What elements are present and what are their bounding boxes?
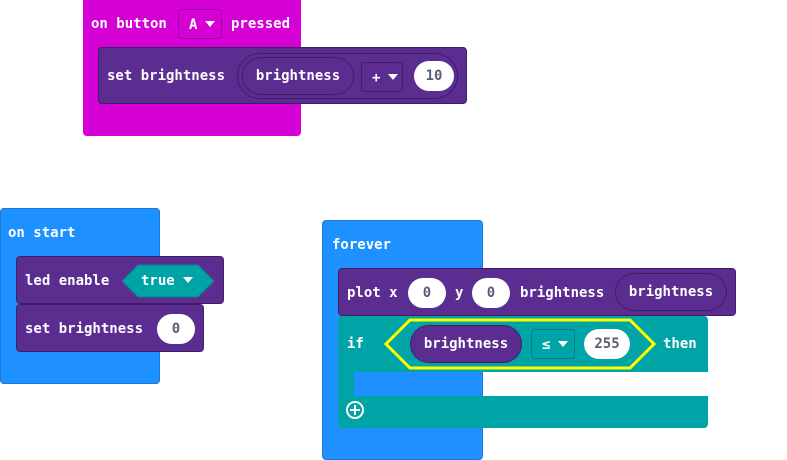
chevron-down-icon [205,21,216,27]
y-label: y [455,285,464,301]
plot-x-label: plot x [347,285,398,301]
set-brightness-block[interactable]: set brightness brightness + 10 [98,47,467,104]
compare-operator-dropdown[interactable]: ≤ [531,329,575,359]
brightness-value-input[interactable]: 0 [157,314,195,344]
chevron-down-icon [388,74,399,80]
forever-label: forever [332,237,392,253]
on-start-label: on start [8,225,76,241]
led-enable-label: led enable [25,273,110,289]
on-button-label: on button [91,16,167,32]
boolean-dropdown[interactable] [121,264,215,298]
then-label: then [663,336,697,352]
brightness-label: brightness [520,285,605,301]
pressed-label: pressed [231,16,291,32]
brightness-variable[interactable]: brightness [242,57,354,95]
arithmetic-block[interactable]: brightness + 10 [237,53,458,99]
operand-input[interactable]: 10 [414,61,454,91]
compare-value-input[interactable]: 255 [584,329,630,359]
chevron-down-icon [182,277,193,283]
set-brightness-label: set brightness [107,68,226,84]
if-block-arm [338,372,354,396]
chevron-down-icon [558,341,569,347]
set-brightness-start-block[interactable]: set brightness 0 [16,304,204,352]
if-label: if [347,336,364,352]
x-input[interactable]: 0 [408,278,446,308]
if-block-footer[interactable] [338,396,708,428]
brightness-variable[interactable]: brightness [615,273,727,311]
compare-brightness-variable[interactable]: brightness [410,325,522,363]
plus-circle-icon[interactable] [346,401,364,419]
y-input[interactable]: 0 [472,278,510,308]
button-dropdown[interactable]: A [178,9,222,39]
operator-dropdown[interactable]: + [361,62,403,92]
boolean-value[interactable]: true [141,272,193,290]
led-enable-block[interactable]: led enable true [16,256,224,304]
plot-block[interactable]: plot x 0 y 0 brightness brightness [338,268,736,316]
set-brightness-label: set brightness [25,321,144,337]
